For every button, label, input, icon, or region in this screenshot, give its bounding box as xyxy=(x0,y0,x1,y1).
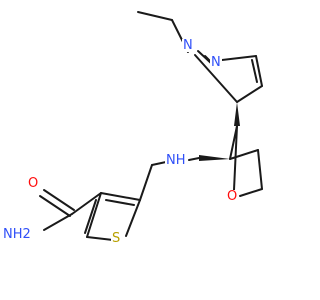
bond-carbonyl-c-o-2 xyxy=(39,195,71,217)
bond-thiophene-c2-s xyxy=(86,236,114,241)
atom-amine-nitrogen: NH xyxy=(165,153,187,168)
bond-nh-ch2 xyxy=(188,157,200,161)
bond-amide-c-ring xyxy=(71,192,102,215)
atom-amide-nitrogen: NH2 xyxy=(2,227,32,242)
bond-amide-c-n xyxy=(43,213,73,231)
bond-pyrazole-c4-c3-inner xyxy=(251,59,258,83)
bond-thf-o-c5 xyxy=(239,188,263,197)
bond-ethyl-ch2-ch3 xyxy=(137,11,173,21)
atom-pyrazole-n2: N xyxy=(210,55,222,70)
bond-thiophene-s-c5 xyxy=(125,199,141,237)
bond-skeleton xyxy=(39,11,263,241)
atom-thiophene-sulfur: S xyxy=(111,231,122,246)
molecule-diagram: O NH2 S NH O N N xyxy=(2,11,263,246)
bond-pyrazole-c4-c3 xyxy=(255,55,263,87)
bond-ring-ch2 xyxy=(139,164,153,201)
bond-thiophene-c5-c4 xyxy=(100,192,141,201)
bond-thiophene-c3-c2 xyxy=(86,192,102,238)
bond-thf-c4-c3 xyxy=(229,149,259,160)
bond-stereo-wedge-2 xyxy=(234,102,240,126)
bond-stereo-wedge-1 xyxy=(199,155,230,161)
bond-carbonyl-c-o-1 xyxy=(43,189,75,211)
bond-pyrazole-n1-c5 xyxy=(194,54,238,103)
atom-carbonyl-oxygen: O xyxy=(27,176,40,191)
atom-furan-oxygen: O xyxy=(226,189,239,204)
bond-thf-c5-c4 xyxy=(257,149,263,190)
bond-thiophene-c2-c3-inner xyxy=(84,199,97,234)
bond-thiophene-c5-c4-inner xyxy=(105,199,135,206)
bond-ch2-nh xyxy=(151,161,167,166)
bond-pyrazole-c3-n2 xyxy=(221,55,257,61)
bond-pyrazole-c5-c4 xyxy=(236,85,263,103)
atom-pyrazole-n1: N xyxy=(182,38,194,53)
